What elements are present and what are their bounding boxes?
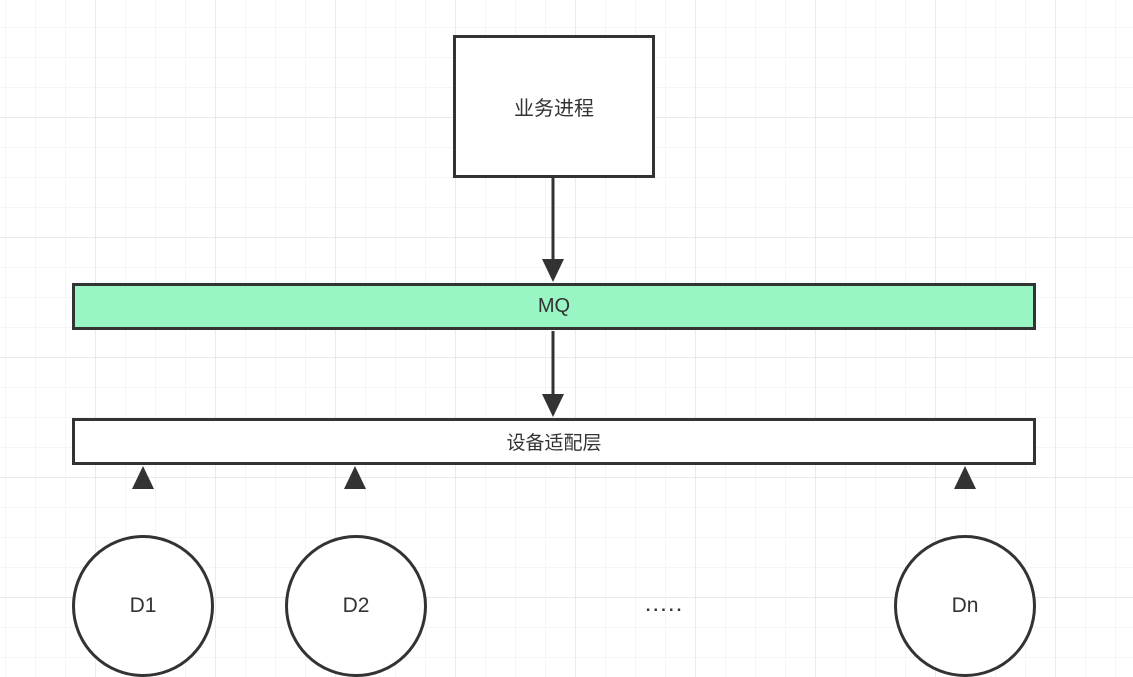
- arrow-head-up-icon: [954, 466, 976, 489]
- arrow-head-up-icon: [344, 466, 366, 489]
- devices-ellipsis: .....: [645, 596, 685, 615]
- node-business-process: 业务进程: [453, 35, 655, 178]
- arrow-line: [551, 178, 555, 262]
- node-device-d1-label: D1: [129, 594, 157, 617]
- node-adapter-layer-label: 设备适配层: [506, 433, 602, 454]
- arrow-head-down-icon: [542, 259, 564, 282]
- node-mq-label: MQ: [537, 295, 571, 317]
- arrow-head-down-icon: [542, 394, 564, 417]
- edge-business-to-mq-arrow: [542, 178, 564, 282]
- edge-d2-to-adapter-arrow: [344, 466, 366, 535]
- edge-mq-to-adapter-arrow: [542, 331, 564, 417]
- node-device-d2-label: D2: [342, 594, 370, 617]
- node-device-dn: Dn: [894, 535, 1036, 677]
- arrow-line: [551, 331, 555, 397]
- arrow-head-up-icon: [132, 466, 154, 489]
- node-adapter-layer: 设备适配层: [72, 418, 1036, 465]
- node-mq: MQ: [72, 283, 1036, 330]
- edge-d1-to-adapter-arrow: [132, 466, 154, 535]
- diagram-canvas: 业务进程 MQ 设备适配层 D1 D2 Dn .....: [72, 35, 1036, 677]
- node-device-dn-label: Dn: [951, 594, 979, 617]
- edge-dn-to-adapter-arrow: [954, 466, 976, 535]
- node-device-d2: D2: [285, 535, 427, 677]
- node-business-process-label: 业务进程: [514, 98, 594, 120]
- node-device-d1: D1: [72, 535, 214, 677]
